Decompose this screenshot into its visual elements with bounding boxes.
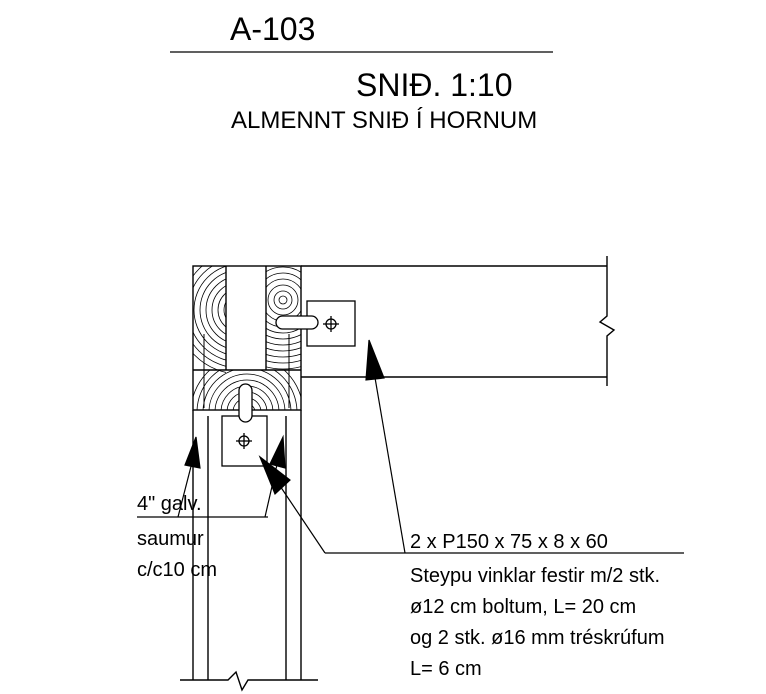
wood-grain-right [266, 266, 301, 370]
sheet-number: A-103 [230, 11, 315, 47]
bracket-leader [258, 339, 684, 554]
horizontal-beam [301, 256, 616, 386]
bracket-note-line3: ø12 cm boltum, L= 20 cm [410, 596, 636, 618]
wood-grain-left [193, 266, 226, 373]
bracket-note-line4: og 2 stk. ø16 mm tréskrúfum [410, 627, 665, 649]
bracket-note-line5: L= 6 cm [410, 658, 482, 680]
nail-note-line1: 4" galv. [137, 493, 202, 515]
nail-note-line2: saumur [137, 528, 204, 550]
nails [203, 334, 290, 408]
bracket-note-line2: Steypu vinklar festir m/2 stk. [410, 565, 660, 587]
bracket-note-line1: 2 x P150 x 75 x 8 x 60 [410, 531, 608, 553]
angle-bracket-top [275, 300, 356, 347]
nail-note-line3: c/c10 cm [137, 559, 217, 581]
section-subtitle: ALMENNT SNIÐ Í HORNUM [231, 107, 537, 134]
section-title: SNIÐ. 1:10 [356, 67, 513, 103]
angle-bracket-bottom [221, 383, 268, 467]
